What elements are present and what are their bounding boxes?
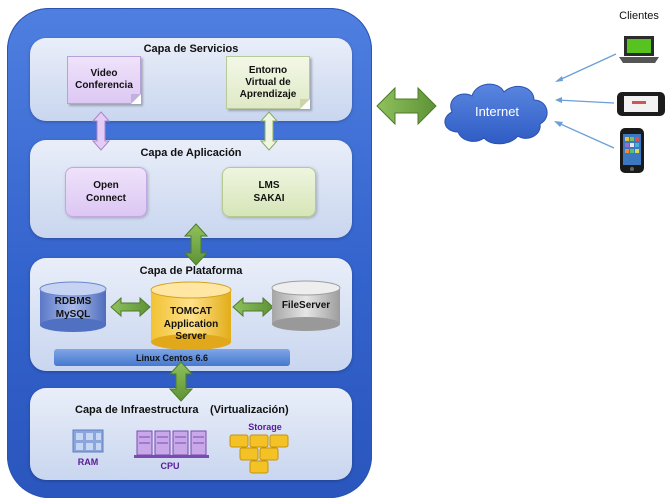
laptop-icon bbox=[619, 36, 659, 63]
tomcat-line-1: TOMCAT bbox=[170, 306, 212, 317]
purple-double-arrow bbox=[91, 111, 111, 151]
tomcat-server-cylinder bbox=[150, 281, 232, 350]
video-line-1: Video bbox=[90, 68, 118, 79]
smartphone-landscape-icon bbox=[617, 92, 665, 116]
platform-infra-arrow bbox=[168, 361, 194, 402]
lms-line-2: SAKAI bbox=[253, 193, 285, 204]
cpu-label: CPU bbox=[160, 461, 180, 471]
tomcat-fileserver-arrow bbox=[232, 296, 274, 318]
services-layer-title: Capa de Servicios bbox=[143, 43, 239, 55]
openconnect-line-1: Open bbox=[93, 180, 119, 191]
learning-environment-note: Entorno Virtual de Aprendizaje bbox=[226, 56, 310, 109]
note-fold bbox=[300, 99, 310, 109]
storage-blocks-icon bbox=[229, 434, 289, 474]
entorno-line-2: Virtual de bbox=[245, 76, 291, 88]
cpu-servers-icon bbox=[134, 430, 209, 458]
app-platform-arrow bbox=[183, 223, 209, 266]
tomcat-label: TOMCAT Application Server bbox=[151, 306, 231, 344]
note-fold bbox=[131, 94, 141, 104]
video-line-2: Conferencia bbox=[75, 80, 133, 91]
internet-double-arrow bbox=[376, 86, 437, 126]
fileserver-cylinder bbox=[271, 280, 341, 331]
tomcat-line-2: Application bbox=[163, 318, 219, 330]
clients-label: Clientes bbox=[619, 10, 659, 22]
internet-cloud bbox=[444, 83, 548, 145]
open-connect-box: Open Connect bbox=[65, 167, 147, 217]
internet-label: Internet bbox=[474, 104, 520, 119]
rdbms-label: RDBMS MySQL bbox=[40, 296, 106, 321]
infrastructure-layer-subtitle: (Virtualización) bbox=[210, 404, 289, 416]
rdbms-line-2: MySQL bbox=[55, 308, 91, 320]
linux-os-bar: Linux Centos 6.6 bbox=[54, 349, 290, 366]
ram-label: RAM bbox=[77, 457, 99, 467]
light-green-double-arrow bbox=[259, 111, 279, 151]
application-layer-title: Capa de Aplicación bbox=[140, 147, 242, 159]
rdbms-line-1: RDBMS bbox=[54, 296, 92, 307]
lms-line-1: LMS bbox=[258, 180, 280, 191]
entorno-line-1: Entorno bbox=[248, 64, 288, 76]
platform-layer-title: Capa de Plataforma bbox=[139, 265, 243, 277]
lms-sakai-box: LMS SAKAI bbox=[222, 167, 316, 217]
rdbms-database-cylinder bbox=[39, 281, 107, 332]
infrastructure-layer-title: Capa de Infraestructura bbox=[75, 404, 199, 416]
rdbms-tomcat-arrow bbox=[110, 296, 151, 318]
openconnect-line-2: Connect bbox=[86, 193, 126, 204]
fileserver-label: FileServer bbox=[281, 300, 331, 311]
client-link-arrowheads bbox=[554, 76, 563, 127]
iphone-icon bbox=[620, 128, 644, 173]
tomcat-line-3: Server bbox=[175, 331, 207, 342]
storage-label: Storage bbox=[248, 422, 282, 432]
entorno-line-3: Aprendizaje bbox=[239, 88, 297, 100]
ram-icon bbox=[72, 429, 104, 453]
video-conference-note: Video Conferencia bbox=[67, 56, 141, 104]
client-links bbox=[555, 53, 617, 149]
